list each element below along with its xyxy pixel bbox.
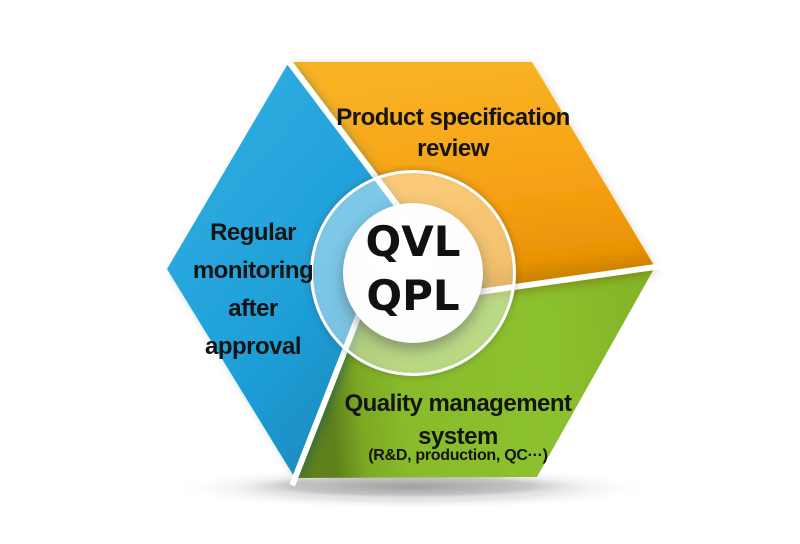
green-sublabel-text: (R&D, production, QC···): [368, 447, 548, 464]
blue-label-line-1: Regular: [210, 219, 296, 246]
orange-segment-shape: [289, 62, 655, 302]
green-segment-sublabel: (R&D, production, QC···): [308, 445, 608, 467]
green-label-line-2: system: [418, 423, 498, 450]
ring-overlay: [312, 172, 514, 374]
green-segment-label: Quality management system: [308, 387, 608, 453]
center-badge-label: QVL QPL: [338, 215, 488, 323]
center-badge-line-2: QPL: [366, 271, 460, 320]
ground-shadow-core: [235, 473, 585, 499]
center-circle: [343, 203, 483, 343]
blue-segment-shape: [167, 62, 440, 478]
center-badge-line-1: QVL: [365, 217, 461, 266]
green-label-line-1: Quality management: [344, 390, 572, 417]
orange-segment-label: Product specification review: [303, 102, 603, 164]
ring-outer-edge: [310, 170, 516, 376]
blue-label-line-2: monitoring: [192, 257, 314, 284]
orange-label-line-2: review: [417, 135, 489, 162]
blue-label-line-3: after: [228, 295, 278, 322]
orange-label-line-1: Product specification: [336, 104, 570, 131]
blue-segment-label: Regular monitoring after approval: [128, 214, 378, 366]
blue-label-line-4: approval: [204, 333, 302, 360]
